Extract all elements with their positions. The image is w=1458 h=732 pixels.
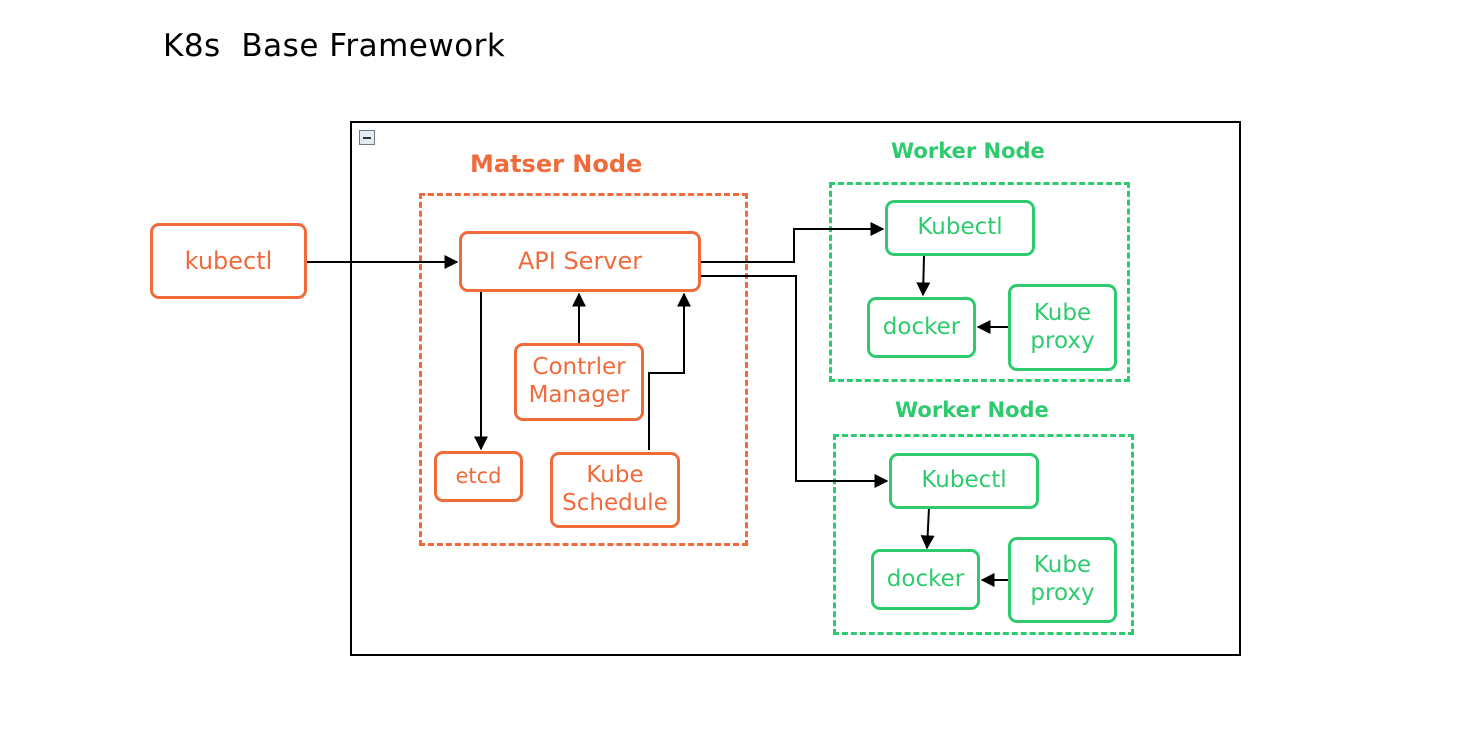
api-server-box[interactable]: API Server (459, 231, 701, 292)
worker-node-group-1 (829, 182, 1130, 382)
worker1-kube-proxy-label: Kube proxy (1030, 299, 1095, 354)
worker-node-label-2: Worker Node (895, 398, 1049, 422)
collapse-icon[interactable] (359, 130, 375, 145)
etcd-label: etcd (455, 463, 502, 488)
worker2-docker-box[interactable]: docker (871, 549, 980, 610)
master-node-group (419, 193, 748, 546)
worker1-docker-box[interactable]: docker (867, 297, 976, 358)
kube-scheduler-label: Kube Schedule (562, 462, 668, 516)
controller-manager-box[interactable]: Contrler Manager (514, 343, 644, 421)
worker2-kube-proxy-label: Kube proxy (1030, 552, 1095, 606)
worker1-kubectl-label: Kubectl (917, 214, 1003, 241)
worker-node-label-1: Worker Node (891, 139, 1045, 163)
worker2-docker-label: docker (886, 565, 965, 592)
edge-w1-kubectl-docker (916, 255, 931, 297)
container-frame (350, 121, 1241, 656)
controller-manager-label: Contrler Manager (528, 354, 630, 408)
edge-scheduler-api (648, 292, 691, 450)
api-server-label: API Server (517, 247, 643, 276)
worker2-kube-proxy-box[interactable]: Kube proxy (1008, 537, 1117, 623)
etcd-box[interactable]: etcd (434, 451, 523, 502)
kubectl-client-label: kubectl (184, 246, 273, 275)
edge-w2-kubectl-docker (920, 507, 935, 550)
diagram-title: K8s Base Framework (163, 28, 506, 64)
worker1-kube-proxy-box[interactable]: Kube proxy (1008, 284, 1117, 371)
worker1-docker-label: docker (882, 313, 961, 340)
kubectl-client-box[interactable]: kubectl (150, 223, 307, 299)
worker2-kubectl-box[interactable]: Kubectl (889, 453, 1039, 509)
edge-api-worker1 (701, 222, 885, 263)
worker-node-group-2 (833, 434, 1134, 635)
worker2-kubectl-label: Kubectl (921, 467, 1007, 494)
worker1-kubectl-box[interactable]: Kubectl (885, 200, 1035, 256)
master-node-label: Matser Node (470, 150, 643, 178)
edge-api-worker2 (701, 275, 889, 488)
kube-scheduler-box[interactable]: Kube Schedule (550, 452, 680, 528)
